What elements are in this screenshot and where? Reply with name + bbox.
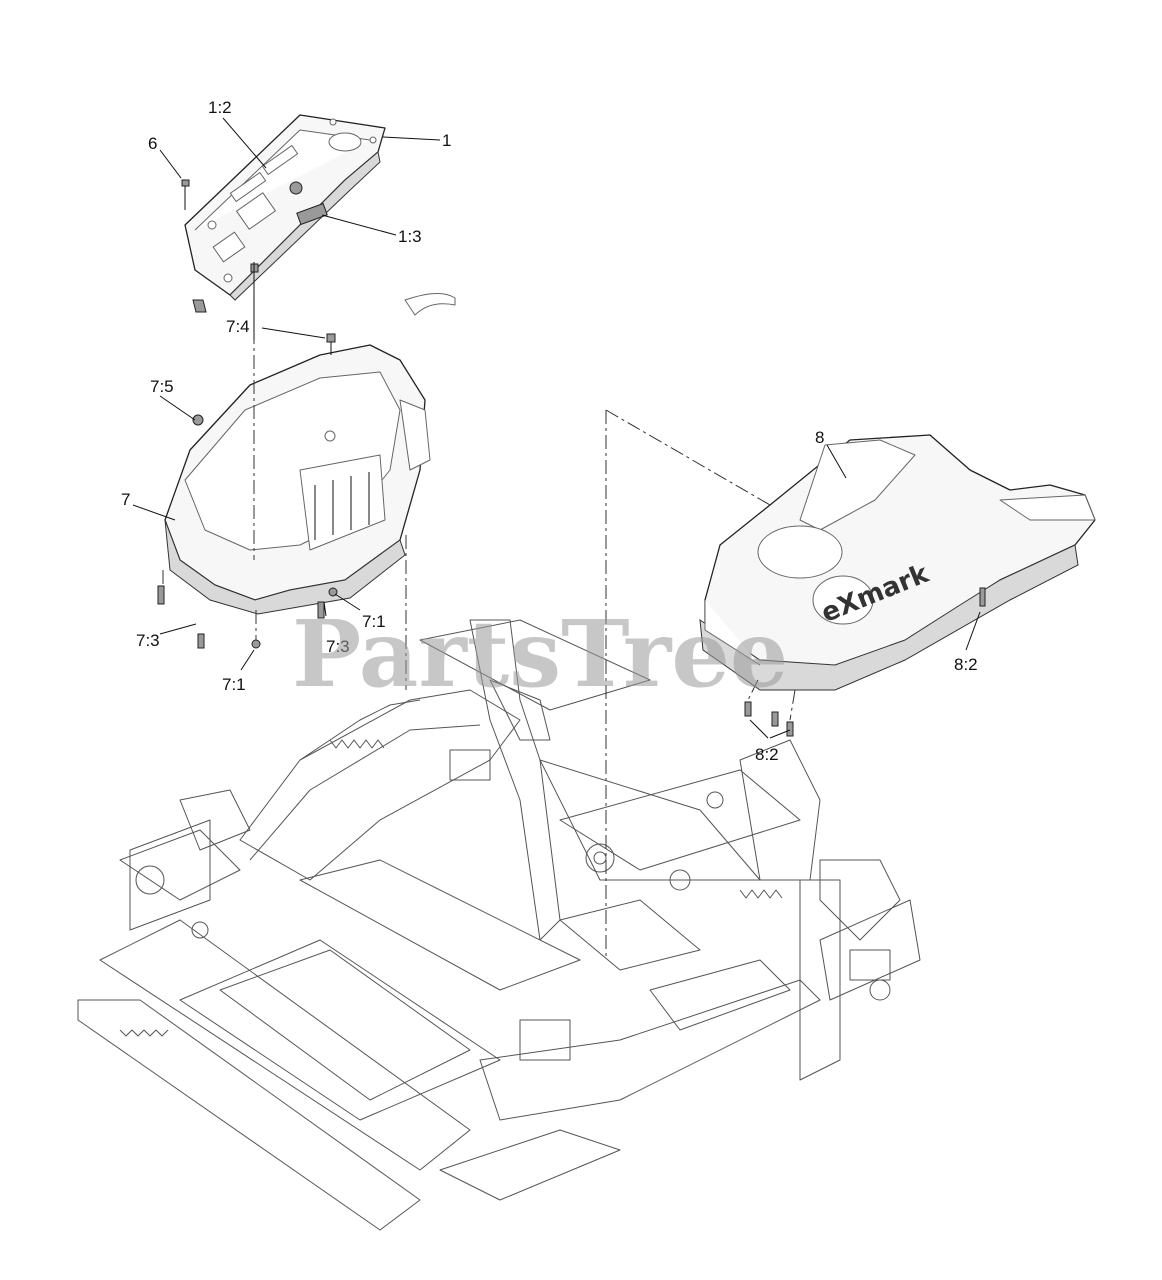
assembly-lines [253,305,771,960]
callout-8-2-bottom: 8:2 [755,745,779,764]
callout-7-3-right: 7:3 [326,637,350,656]
callout-8: 8 [815,428,824,447]
callout-8-2-right: 8:2 [954,655,978,674]
part-8-cover: eXmark [699,434,1096,737]
callout-7-5: 7:5 [150,377,174,396]
callout-leaders [132,117,981,739]
part-7-pod [157,263,456,649]
callout-1: 1 [442,131,451,150]
callout-6: 6 [148,134,157,153]
callout-7-1-right: 7:1 [362,612,386,631]
callout-7-4: 7:4 [226,317,250,336]
chassis-frame [77,619,921,1231]
callout-7-1-bottom: 7:1 [222,675,246,694]
watermark: PartsTree [292,600,788,708]
callout-1-3: 1:3 [398,227,422,246]
callout-labels: 1 1:2 1:3 6 7:4 7:5 7 7:3 7:3 7:1 7:1 8 … [121,98,978,764]
callout-7: 7 [121,490,130,509]
callout-1-2: 1:2 [208,98,232,117]
callout-7-3-left: 7:3 [136,631,160,650]
part-1-control-panel [181,114,386,301]
